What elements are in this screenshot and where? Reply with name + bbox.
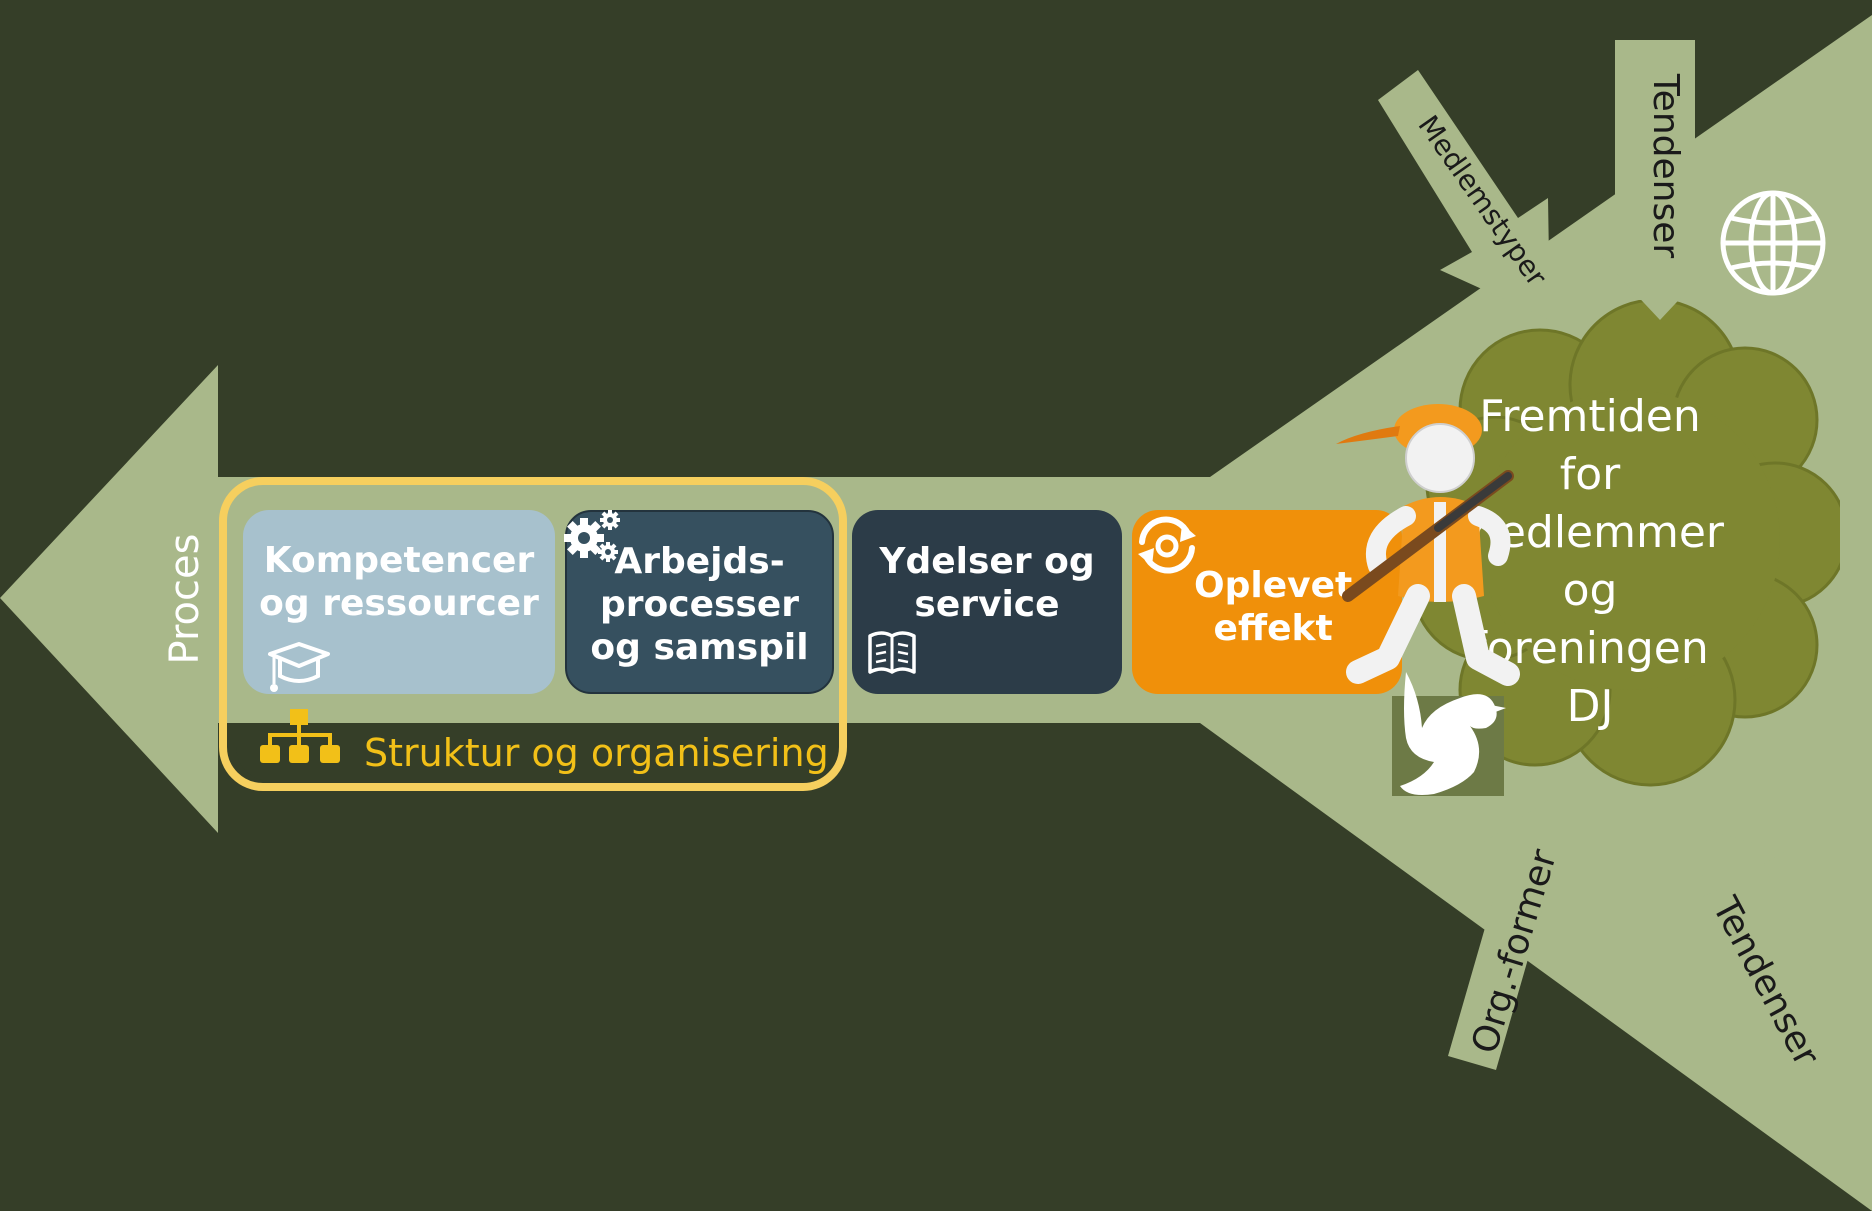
cloud-text: Fremtiden for medlemmer og foreningen DJ: [1455, 391, 1725, 732]
box-ydelser: Ydelser og service: [852, 510, 1122, 694]
globe-icon: [1720, 190, 1826, 296]
arrow-tendenser-top: [1600, 40, 1720, 320]
hunter-figure-icon: [1336, 404, 1520, 686]
graduation-cap-icon: [268, 642, 330, 692]
box-kompetencer-label: Kompetencer og ressourcer: [259, 540, 539, 624]
arrow-medlemstyper: [1378, 70, 1550, 320]
duck-icon: [1392, 672, 1506, 796]
future-cloud: [1411, 300, 1840, 787]
structure-label: Struktur og organisering: [364, 731, 829, 775]
org-chart-icon: [260, 709, 340, 763]
influence-label-tendenser-top: Tendenser: [1645, 73, 1686, 259]
eye-refresh-icon: [1138, 516, 1196, 574]
arrow-org-former: [1448, 800, 1580, 1070]
gears-icon: [564, 510, 620, 562]
box-ydelser-label: Ydelser og service: [879, 541, 1095, 625]
highlight-frame: [219, 477, 847, 791]
box-arbejdsprocesser-label: Arbejds- processer og samspil: [590, 540, 809, 668]
box-arbejdsprocesser: Arbejds- processer og samspil: [565, 510, 834, 694]
box-oplevet-label: Oplevet effekt: [1194, 565, 1353, 649]
arrow-tendenser-bottom: [1700, 830, 1856, 1092]
process-label: Proces: [162, 533, 208, 665]
book-icon: [868, 631, 916, 674]
